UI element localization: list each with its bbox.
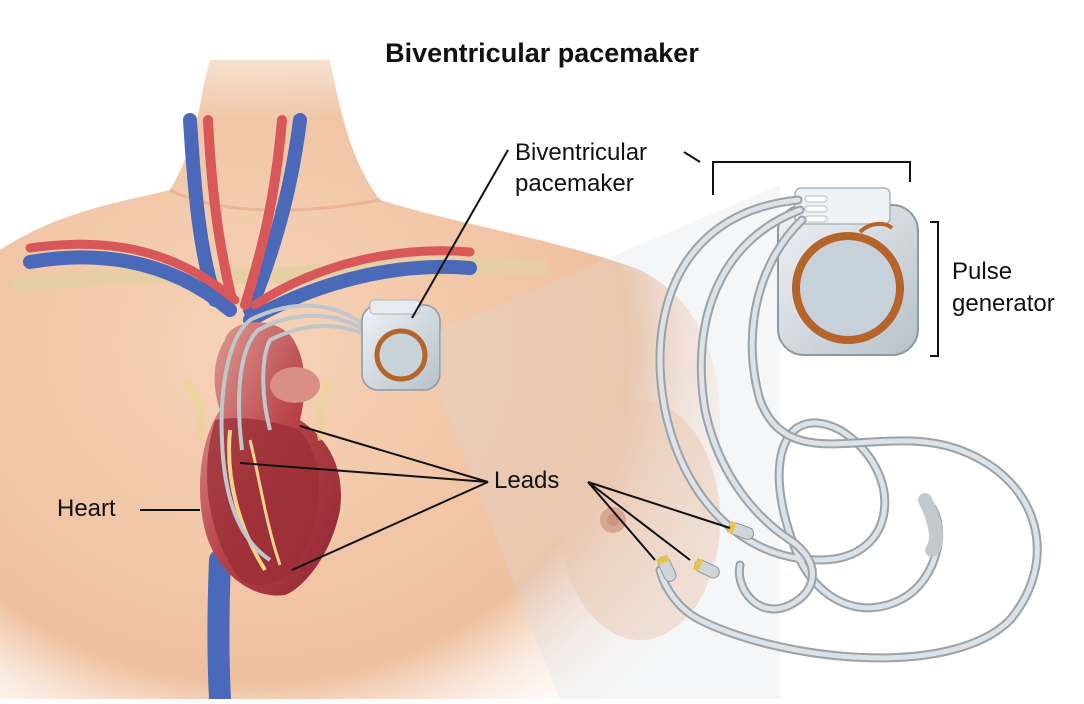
- label-leads: Leads: [494, 467, 559, 494]
- pacemaker-device-small: [362, 300, 440, 390]
- label-biventricular-pacemaker-line1: Biventricular: [515, 139, 647, 166]
- diagram-title: Biventricular pacemaker: [0, 38, 1084, 69]
- label-heart: Heart: [57, 495, 116, 522]
- label-pulse-generator-line2: generator: [952, 290, 1055, 317]
- label-pulse-generator-line1: Pulse: [952, 258, 1012, 285]
- label-biventricular-pacemaker-line2: pacemaker: [515, 170, 634, 197]
